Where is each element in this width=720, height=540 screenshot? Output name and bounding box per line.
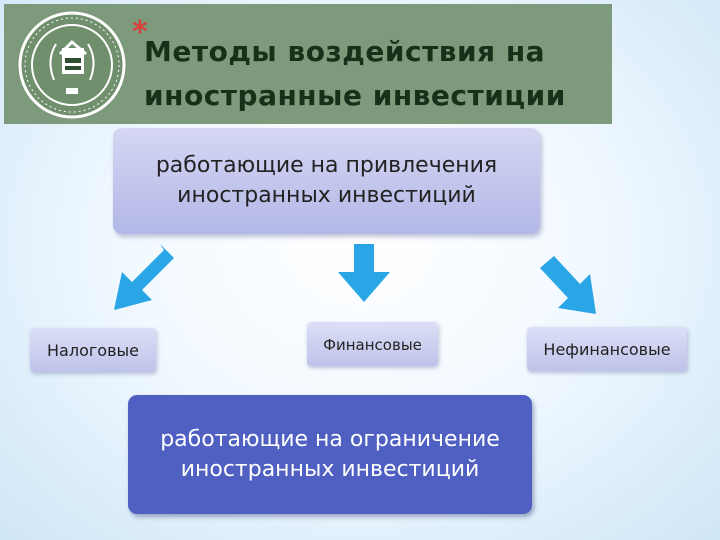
- restricting-line-2: иностранных инвестиций: [180, 456, 480, 482]
- category-nonfinancial-box: Нефинансовые: [527, 327, 687, 371]
- attracting-line-1: работающие на привлечения: [155, 153, 498, 178]
- title-line-1: Методы воздействия на: [144, 35, 546, 68]
- category-financial-box: Финансовые: [307, 322, 438, 366]
- slide-title: Методы воздействия на иностранные инвест…: [144, 30, 614, 118]
- attracting-methods-box: работающие на привлечения иностранных ин…: [113, 128, 540, 234]
- university-seal-icon: [18, 11, 126, 119]
- attracting-line-2: иностранных инвестиций: [177, 183, 476, 208]
- arrow-down-left-icon: [114, 244, 174, 310]
- title-asterisk: *: [132, 15, 148, 50]
- arrow-down-right-icon: [540, 256, 596, 314]
- restricting-line-1: работающие на ограничение: [160, 426, 500, 452]
- category-tax-box: Налоговые: [30, 328, 156, 372]
- restricting-methods-box: работающие на ограничение иностранных ин…: [128, 395, 532, 514]
- title-banner: * Методы воздействия на иностранные инве…: [4, 4, 612, 124]
- arrow-down-center-icon: [338, 244, 390, 302]
- title-line-2: иностранные инвестиции: [144, 79, 566, 112]
